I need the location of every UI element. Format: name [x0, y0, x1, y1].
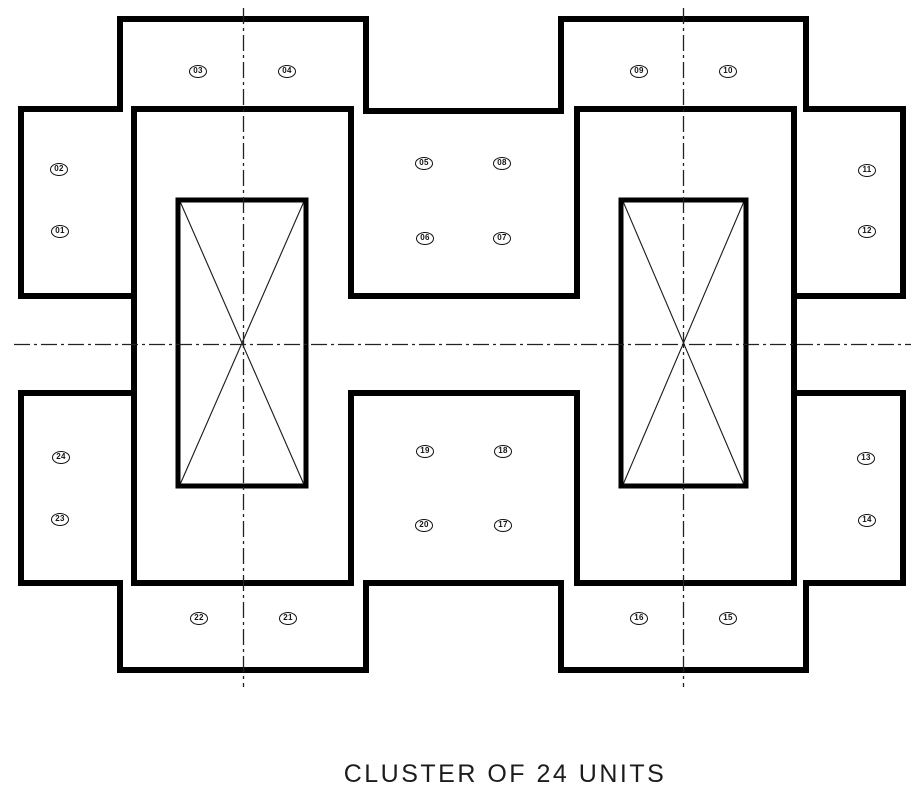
- wall-outlines: [18, 16, 906, 673]
- unit-label-16: 16: [630, 611, 648, 625]
- unit-label-11: 11: [858, 163, 876, 177]
- unit-label-14: 14: [858, 513, 876, 527]
- stair-core-left-icon: [175, 197, 309, 489]
- centerlines: [14, 8, 911, 687]
- unit-label-10: 10: [719, 64, 737, 78]
- unit-label-04: 04: [278, 64, 296, 78]
- unit-label-08: 08: [493, 156, 511, 170]
- unit-label-03: 03: [189, 64, 207, 78]
- plan-title: CLUSTER OF 24 UNITS: [343, 760, 667, 788]
- unit-label-12: 12: [858, 224, 876, 238]
- unit-label-01: 01: [51, 224, 69, 238]
- unit-label-13: 13: [857, 451, 875, 465]
- unit-label-02: 02: [50, 162, 68, 176]
- unit-label-19: 19: [416, 444, 434, 458]
- unit-label-15: 15: [719, 611, 737, 625]
- unit-label-18: 18: [494, 444, 512, 458]
- unit-label-24: 24: [52, 450, 70, 464]
- unit-label-20: 20: [415, 518, 433, 532]
- unit-label-07: 07: [493, 231, 511, 245]
- unit-label-22: 22: [190, 611, 208, 625]
- unit-label-21: 21: [279, 611, 297, 625]
- unit-label-06: 06: [416, 231, 434, 245]
- unit-label-23: 23: [51, 512, 69, 526]
- unit-label-17: 17: [494, 518, 512, 532]
- unit-label-05: 05: [415, 156, 433, 170]
- unit-label-09: 09: [630, 64, 648, 78]
